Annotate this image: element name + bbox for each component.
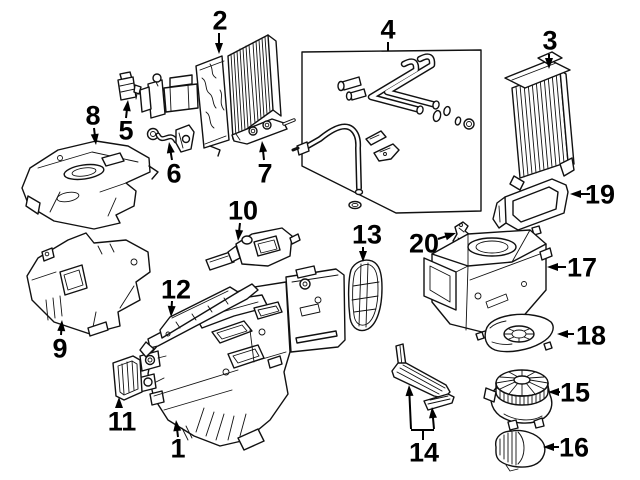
callout-10: 10 [228,196,258,241]
callout-14: 14 [405,385,439,468]
callout-number-12: 12 [161,275,191,305]
callout-15: 15 [548,378,590,408]
callout-number-3: 3 [542,26,557,56]
callout-19: 19 [570,180,615,210]
callout-number-19: 19 [585,180,615,210]
callout-number-8: 8 [85,101,100,131]
part-3-heater-core-drawing [504,51,575,191]
callout-2: 2 [212,6,228,54]
part-2-evaporator-core-drawing [139,34,282,157]
callout-number-11: 11 [108,407,137,437]
callout-number-6: 6 [166,159,181,189]
callout-11: 11 [108,397,137,437]
callout-9: 9 [52,320,68,364]
part-19-frame-drawing [492,178,569,236]
callout-number-16: 16 [559,433,589,463]
part-14-mounting-brackets-drawing [391,343,455,411]
part-15-blower-motor-drawing [483,369,553,431]
callout-16: 16 [543,433,589,463]
callout-1: 1 [170,420,186,464]
callout-number-2: 2 [212,6,227,36]
callout-number-18: 18 [576,321,606,351]
part-17-blower-housing-drawing [423,229,553,341]
callout-5: 5 [118,100,134,146]
callout-12: 12 [161,275,191,317]
callout-18: 18 [557,321,606,351]
part-12-bracket-rail-drawing [139,283,259,358]
part-9-lower-case-drawing [26,232,151,337]
part-18-cover-plate-drawing [475,313,554,353]
callout-number-20: 20 [409,229,439,259]
callout-13: 13 [352,220,382,262]
callout-20: 20 [409,229,456,259]
callout-7: 7 [257,141,273,189]
callout-number-13: 13 [352,220,382,250]
part-6-hose-drawing [146,124,195,153]
callout-number-15: 15 [560,378,590,408]
part-5-valve-drawing [117,71,142,101]
part-7-pipe-bracket-drawing [231,118,296,145]
callout-number-9: 9 [52,334,67,364]
part-10-air-duct-drawing [205,227,301,271]
callout-number-10: 10 [228,196,258,226]
callout-number-17: 17 [567,253,597,283]
callout-number-14: 14 [409,438,439,468]
callout-4: 4 [380,15,396,51]
part-8-upper-case-drawing [21,140,159,230]
callout-17: 17 [547,253,597,283]
part-13-filter-grille-drawing [347,259,383,332]
callout-6: 6 [166,142,182,189]
part-16-actuator-motor-drawing [495,429,546,472]
part-11-grille-drawing [112,355,143,401]
callout-number-7: 7 [257,159,272,189]
callout-number-1: 1 [170,434,185,464]
callout-number-5: 5 [118,116,133,146]
callout-8: 8 [85,101,101,145]
callout-number-4: 4 [380,15,395,45]
part-4-pipe-kit-box-drawing [291,49,482,214]
callout-3: 3 [542,26,558,69]
